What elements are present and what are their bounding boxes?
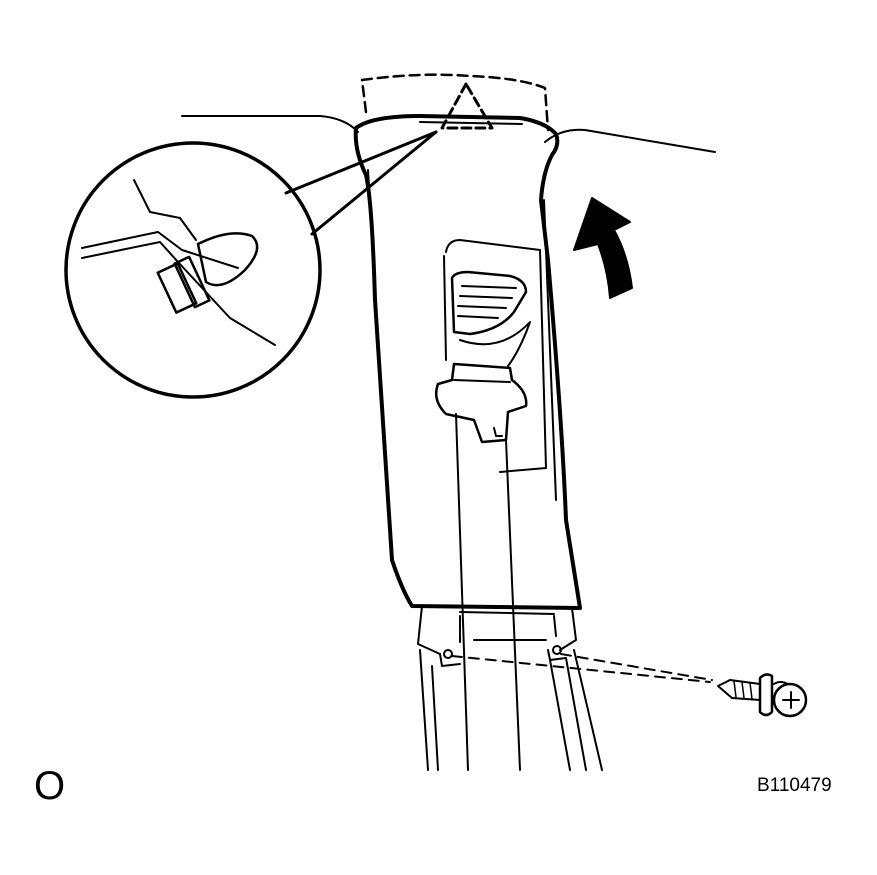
pillar-trim	[353, 114, 582, 610]
clip-detail-callout	[64, 130, 438, 399]
clip-body	[156, 262, 198, 314]
screw-alignment-lines	[451, 653, 713, 683]
belt-anchor-knob	[450, 270, 528, 336]
screw-hole	[443, 649, 453, 659]
roof-headliner	[181, 115, 716, 153]
pull-direction-arrow	[573, 197, 633, 299]
belt-guide	[435, 362, 528, 444]
upper-garnish-dashed-outline	[360, 73, 550, 132]
seat-belt-assembly	[435, 239, 547, 771]
seat-belt-webbing	[455, 413, 469, 771]
figure-code-label: B110479	[757, 775, 832, 796]
clip-location-triangle	[440, 82, 494, 130]
screw	[717, 673, 808, 718]
clip-head	[196, 232, 259, 287]
step-number-label: O	[34, 764, 66, 808]
phillips-cross-icon	[782, 691, 800, 709]
lower-garnish	[417, 605, 603, 771]
screw-hole	[552, 645, 562, 655]
